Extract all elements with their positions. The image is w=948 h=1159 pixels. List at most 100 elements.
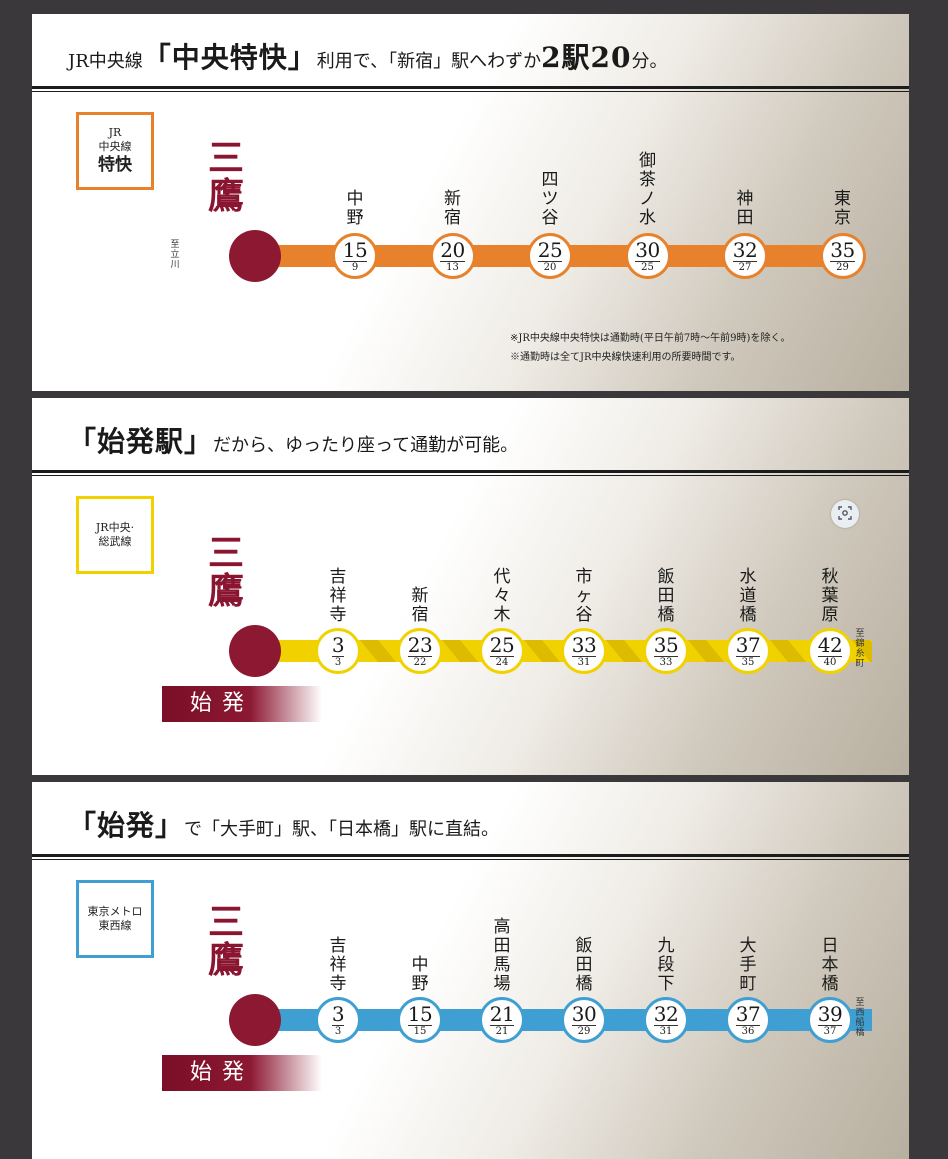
travel-time: 33 [571, 633, 597, 657]
station-name-char: 神 [736, 189, 754, 209]
rush-hour-time: 3 [334, 657, 342, 668]
station-name: 神田 [730, 190, 760, 228]
station-name: 吉祥寺 [323, 568, 353, 625]
station-name: 四ツ谷 [535, 171, 565, 228]
track-shade-mark [442, 640, 478, 662]
station-name-char: 九 [657, 936, 675, 956]
station-name-char: 馬 [493, 955, 511, 975]
origin-station-name: 三鷹 [206, 534, 246, 610]
station-name-char: 祥 [329, 586, 347, 606]
track-shade-mark [770, 640, 806, 662]
line-name-text: JR [108, 125, 122, 139]
station-name: 御茶ノ水 [633, 152, 663, 228]
rush-hour-time: 25 [641, 262, 654, 273]
track-shade-mark [360, 640, 396, 662]
visual-search-button[interactable] [831, 500, 859, 528]
station-name-char: 高 [493, 917, 511, 937]
headline-segment: で「大手町」駅、「日本橋」駅に直結。 [184, 819, 500, 840]
station-name-char: 新 [411, 586, 429, 606]
track-shade-mark [852, 640, 872, 662]
rush-hour-time: 31 [659, 1026, 673, 1037]
panel-header: 「始発駅」だから、ゆったり座って通勤が可能。 [32, 398, 909, 470]
station-name-char: 手 [739, 955, 757, 975]
destination-char: 糸 [855, 649, 865, 659]
rush-hour-time: 35 [741, 657, 755, 668]
station-name-char: 秋 [821, 567, 839, 587]
origin-station-dot [229, 994, 281, 1046]
footnote: ※通勤時は全てJR中央線快速利用の所要時間です。 [510, 352, 741, 363]
rush-hour-time: 40 [823, 657, 837, 668]
origin-station-name: 三鷹 [206, 903, 246, 979]
station-name: 新宿 [438, 190, 468, 228]
travel-time: 37 [735, 1002, 761, 1026]
rush-hour-time: 37 [823, 1026, 837, 1037]
station-name: 九段下 [651, 937, 681, 994]
origin-station-dot [229, 230, 281, 282]
station-name: 中野 [340, 190, 370, 228]
station-name-char: 寺 [329, 605, 347, 625]
station-name-char: ノ [639, 189, 656, 209]
origin-station-name: 三鷹 [206, 139, 246, 215]
headline-segment: 2駅20 [541, 41, 632, 74]
station-name: 飯田橋 [569, 937, 599, 994]
origin-char: 三 [207, 901, 244, 943]
destination-char: 至 [855, 629, 865, 639]
travel-time: 21 [489, 1002, 515, 1026]
station-name-char: 寺 [329, 974, 347, 994]
station-name-char: 道 [739, 586, 757, 606]
origin-char: 三 [207, 532, 244, 574]
station-name-char: 橋 [821, 974, 839, 994]
station-name-char: 田 [657, 586, 675, 606]
station-name-char: 下 [657, 974, 675, 994]
station-name-char: 葉 [821, 586, 839, 606]
line-name-text: 総武線 [98, 535, 132, 548]
headline-segment: 「始発駅」 [68, 425, 214, 458]
station-name-char: 宿 [444, 208, 461, 228]
station-name-char: 橋 [657, 605, 675, 625]
origin-char: 鷹 [207, 175, 244, 218]
station-name-char: 飯 [657, 567, 675, 587]
station-name: 代々木 [487, 568, 517, 625]
destination-char: 至 [855, 998, 865, 1008]
station-name: 高田馬場 [487, 918, 517, 994]
station-name-char: 飯 [575, 936, 593, 956]
station-name-char: 木 [493, 605, 511, 625]
station-name-char: 宿 [411, 605, 429, 625]
travel-time: 37 [735, 633, 761, 657]
destination-char: 錦 [855, 639, 865, 649]
line-name-text: JR中央· [95, 520, 135, 534]
station-name: 秋葉原 [815, 568, 845, 625]
track-shade-mark [688, 640, 724, 662]
track-shading [360, 640, 872, 662]
headline: 「始発」で「大手町」駅、「日本橋」駅に直結。 [68, 804, 499, 844]
station-name-char: 々 [493, 586, 511, 606]
station-name-char: 田 [736, 208, 754, 228]
destination-right: 至西船橋 [855, 998, 865, 1038]
station-name: 中野 [405, 956, 435, 994]
travel-time: 25 [489, 633, 515, 657]
